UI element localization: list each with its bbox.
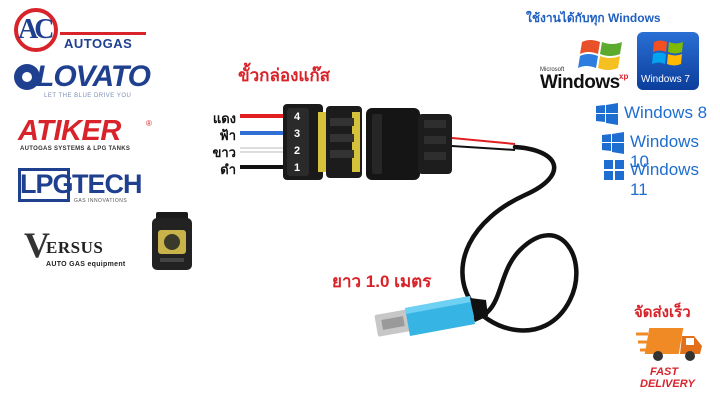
connector-female xyxy=(283,104,362,180)
windows-xp-name: Windows xyxy=(540,72,620,93)
windows-xp-flag-icon xyxy=(578,40,622,70)
delivery-truck-icon xyxy=(636,328,702,361)
windows-11-label: Windows 11 xyxy=(630,160,699,199)
ac-logo-bar xyxy=(60,32,146,35)
versus-tagline: AUTO GAS equipment xyxy=(46,261,126,268)
fast-delivery-title: จัดส่งเร็ว xyxy=(634,304,691,321)
ac-logo-name: AUTOGAS xyxy=(64,36,133,51)
lovato-wordmark: LOVATO xyxy=(14,60,152,93)
fast-delivery-line2: DELIVERY xyxy=(640,378,695,390)
ac-logo-ring xyxy=(14,8,58,52)
svg-text:3: 3 xyxy=(294,128,300,140)
connector-title: ขั้วกล่องแก๊ส xyxy=(238,66,331,85)
versus-logo: V ERSUS AUTO GAS equipment xyxy=(24,224,144,274)
windows-7-flag-icon xyxy=(652,40,683,66)
wire-label-red: แดง xyxy=(212,111,236,126)
windows-10-logo-icon xyxy=(602,132,624,154)
fast-delivery-line1: FAST xyxy=(650,366,679,378)
versus-initial: V xyxy=(24,225,50,265)
lpgtech-logo: LPG TECH GAS INNOVATIONS xyxy=(18,168,148,210)
lpgtech-lpg: LPG xyxy=(20,169,74,199)
cable-black xyxy=(460,144,579,333)
cable-length-label: ยาว 1.0 เมตร xyxy=(332,272,432,291)
pin-numbers: 4 3 2 1 xyxy=(294,111,301,174)
svg-text:4: 4 xyxy=(294,111,301,123)
atiker-logo: ATIKER ® AUTOGAS SYSTEMS & LPG TANKS xyxy=(18,115,158,155)
windows-10-label: Windows 10 xyxy=(630,132,699,171)
atiker-name: ATIKER xyxy=(18,115,121,147)
lpgtech-tech: TECH xyxy=(72,169,142,199)
windows-xp-suffix: xp xyxy=(619,72,629,81)
windows-7-name: Windows 7 xyxy=(641,74,690,85)
windows-8-label: Windows 8 xyxy=(624,103,708,122)
windows-xp-microsoft: Microsoft xyxy=(540,67,565,73)
wire-label-blue: ฟ้า xyxy=(219,128,236,143)
svg-text:2: 2 xyxy=(294,145,300,157)
ecu-box-image xyxy=(152,212,192,270)
ac-logo-letters: AC xyxy=(18,14,55,45)
lovato-swoosh-icon xyxy=(14,64,40,90)
connector-male xyxy=(366,108,452,180)
compatibility-title: ใช้งานได้กับทุก Windows xyxy=(526,11,661,25)
lpgtech-tagline: GAS INNOVATIONS xyxy=(74,198,128,204)
windows-11-logo-icon xyxy=(604,160,624,180)
wire-label-black: ดำ xyxy=(220,162,236,177)
lovato-logo: LOVATO LET THE BLUE DRIVE YOU xyxy=(14,60,154,104)
windows-8-logo-icon xyxy=(596,103,618,125)
wire-label-white: ขาว xyxy=(212,145,237,160)
lovato-name: LOVATO xyxy=(36,60,151,93)
lpgtech-frame xyxy=(18,168,70,202)
lovato-tagline: LET THE BLUE DRIVE YOU xyxy=(44,93,132,99)
versus-name: ERSUS xyxy=(46,238,104,257)
atiker-tagline: AUTOGAS SYSTEMS & LPG TANKS xyxy=(20,146,131,152)
svg-text:1: 1 xyxy=(294,162,300,174)
ac-autogas-logo: AC AUTOGAS xyxy=(14,8,164,56)
usb-adapter xyxy=(374,296,488,337)
atiker-registered-mark: ® xyxy=(146,119,152,128)
